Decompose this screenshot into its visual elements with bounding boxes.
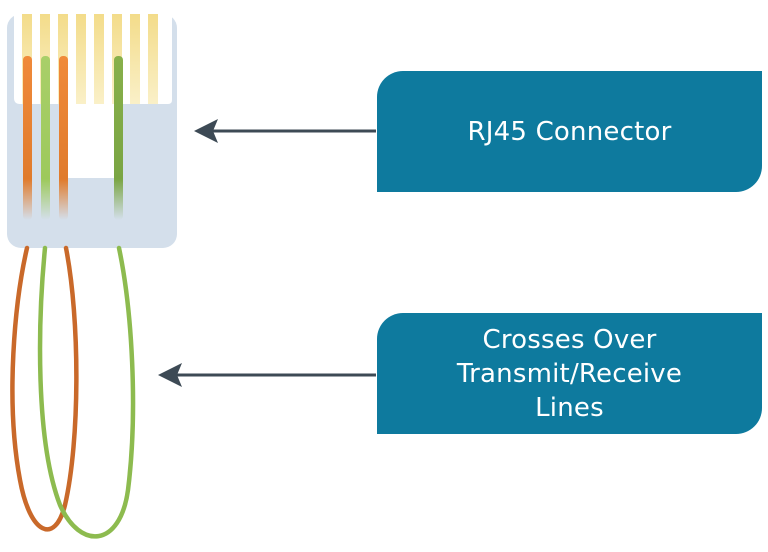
arrow-head-icon xyxy=(158,363,182,387)
wire-lightgreen-inside xyxy=(41,56,50,220)
callout-label: RJ45 Connector xyxy=(467,116,672,147)
contact-pin xyxy=(76,14,86,104)
arrow-head-icon xyxy=(194,119,218,143)
callout-line: Lines xyxy=(535,392,604,423)
connector-slot xyxy=(60,100,120,178)
callout-line: Transmit/Receive xyxy=(456,358,683,389)
callout-line: Crosses Over xyxy=(482,324,657,355)
crossover-wires xyxy=(10,245,136,539)
callout-crosses-over: Crosses Over Transmit/Receive Lines xyxy=(377,313,762,434)
arrow-to-wires xyxy=(158,363,376,387)
arrow-to-connector xyxy=(194,119,376,143)
callout-rj45-connector: RJ45 Connector xyxy=(377,71,762,192)
contact-pin xyxy=(130,14,140,104)
wire-green-loop xyxy=(37,245,136,539)
wire-brown-inside xyxy=(59,56,68,220)
wire-orange-inside xyxy=(23,56,32,220)
wire-orange-brown-loop xyxy=(10,245,79,532)
contact-pin xyxy=(94,14,104,104)
rj45-connector xyxy=(7,14,177,248)
wire-darkgreen-inside xyxy=(114,56,123,220)
contact-pin xyxy=(148,14,158,104)
